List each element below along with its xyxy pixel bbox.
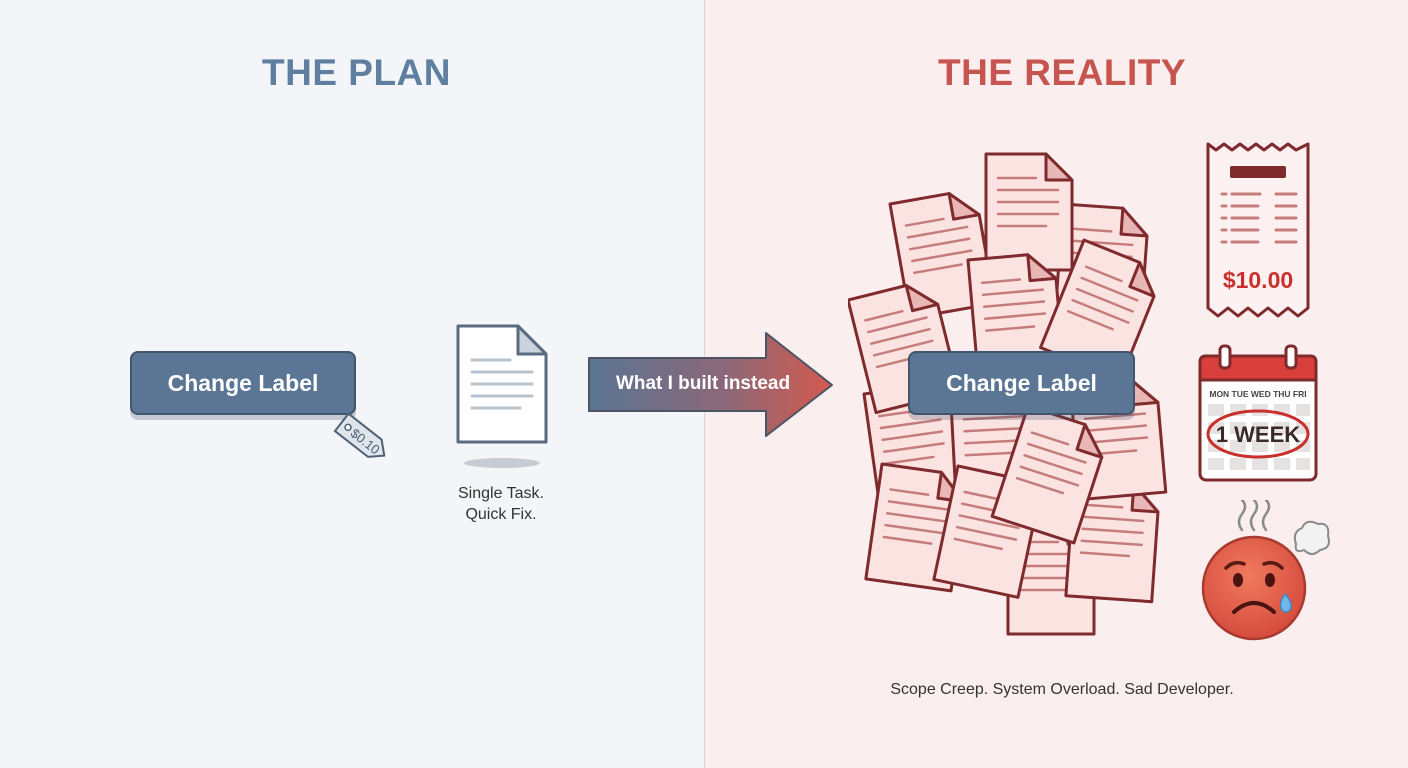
calendar-text: 1 WEEK [1216,422,1300,447]
price-tag-icon: $0.10 [333,412,386,458]
steam-icon [1237,500,1271,532]
arrow-label: What I built instead [615,373,791,394]
reality-heading: THE REALITY [938,52,1187,93]
plan-button-label: Change Label [167,369,319,396]
plan-caption: Single Task. Quick Fix. [430,483,572,525]
pile-document [984,152,1074,272]
receipt-total: $10.00 [1223,267,1293,293]
document-icon [456,324,548,468]
calendar-icon: MON TUE WED THU FRI 1 WEEK [1198,344,1318,482]
reality-change-label-button[interactable]: Change Label [908,351,1135,415]
plan-heading: THE PLAN [262,52,451,93]
plan-caption-line-2: Quick Fix. [465,506,537,523]
arrow-icon [588,332,833,437]
reality-button-label: Change Label [946,369,1097,396]
plan-change-label-button[interactable]: Change Label [130,351,356,415]
reality-caption: Scope Creep. System Overload. Sad Develo… [890,681,1234,698]
sad-face-icon [1201,500,1330,641]
calendar-days: MON TUE WED THU FRI [1209,389,1306,399]
plan-caption-line-1: Single Task. [458,485,544,502]
receipt-icon: $10.00 [1206,142,1310,318]
